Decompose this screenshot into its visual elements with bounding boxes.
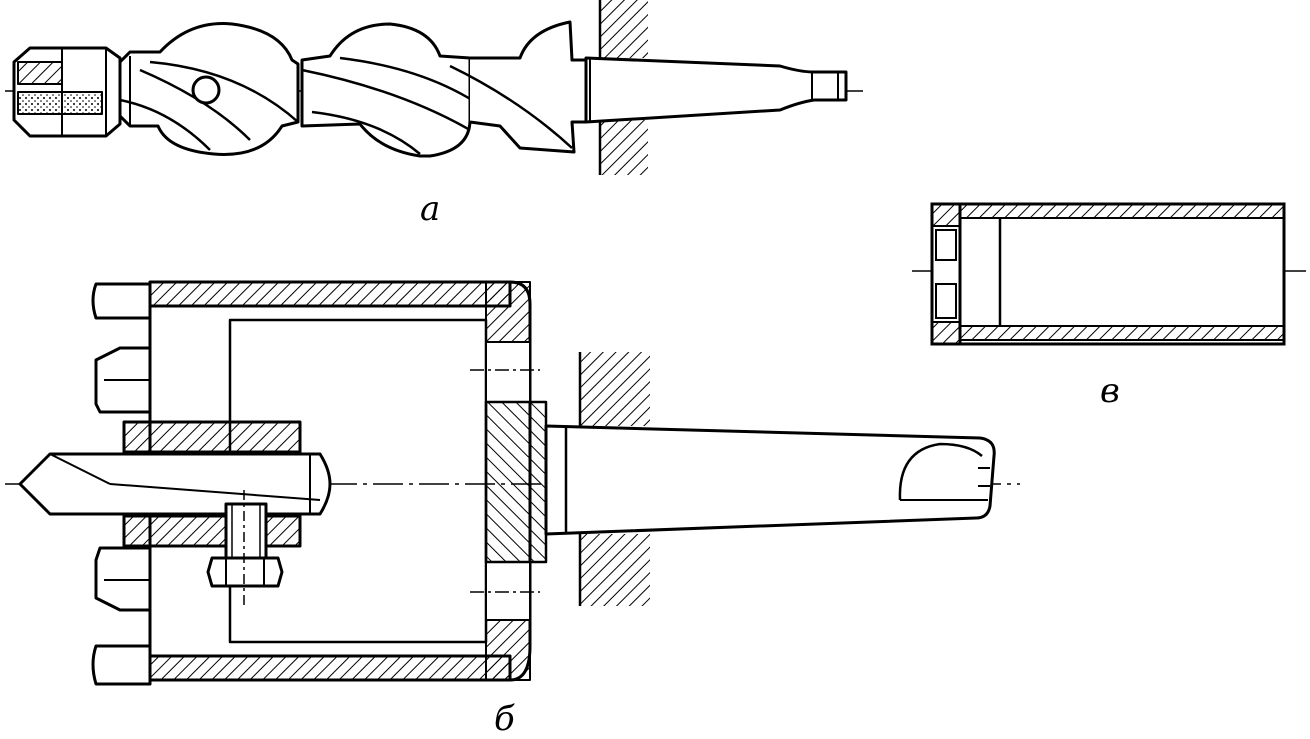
figure-label-a: а	[420, 189, 441, 229]
auger-drill-view	[5, 0, 868, 175]
center-drill	[18, 420, 332, 548]
core-drill-view	[5, 280, 1020, 686]
cutting-teeth	[91, 282, 152, 686]
sleeve-view	[912, 202, 1306, 346]
auger-flute-1	[118, 22, 300, 156]
spindle-wall-b	[578, 352, 650, 606]
morse-taper-shank-a	[584, 56, 848, 124]
figure-label-b: б	[494, 699, 515, 739]
spindle-wall	[598, 0, 648, 175]
morse-taper-shank-b	[544, 424, 996, 536]
bolt-and-nut	[206, 490, 284, 608]
carbide-tip	[12, 46, 122, 138]
auger-flute-2	[300, 20, 588, 158]
figure-label-v: в	[1100, 371, 1120, 411]
